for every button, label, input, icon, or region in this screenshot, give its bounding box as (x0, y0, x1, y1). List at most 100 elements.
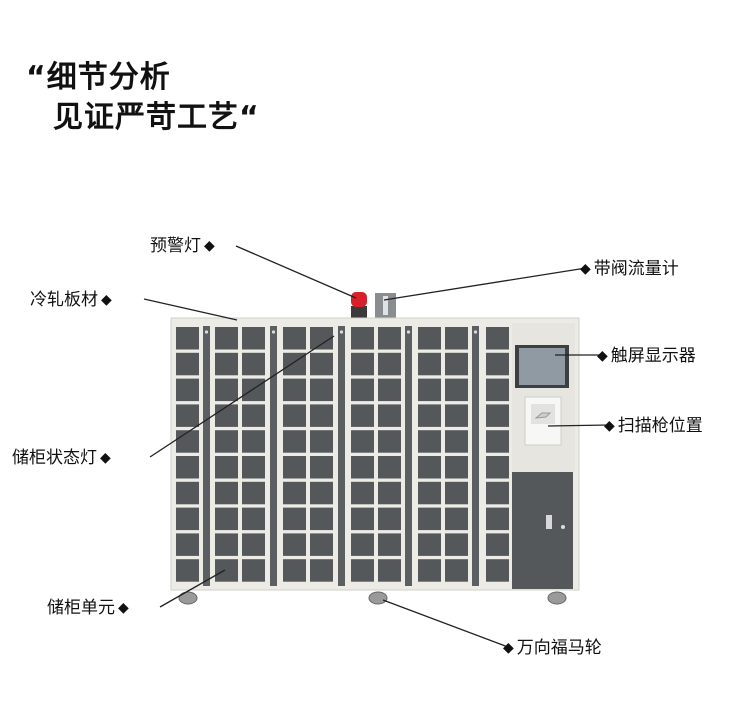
touch-screen (519, 348, 565, 385)
diamond-icon: ◆ (604, 418, 615, 434)
locker-door (310, 352, 333, 376)
locker-door (486, 430, 509, 453)
locker-door (351, 559, 374, 582)
locker-door (351, 481, 374, 505)
locker-door (351, 456, 374, 479)
locker-door (418, 327, 441, 350)
locker-door (486, 404, 509, 427)
locker-door (310, 378, 333, 402)
locker-door (378, 430, 401, 453)
diamond-icon: ◆ (580, 261, 591, 277)
locker-door (486, 507, 509, 531)
diamond-icon: ◆ (101, 292, 112, 308)
locker-door (176, 327, 199, 350)
locker-door (445, 352, 468, 376)
diamond-icon: ◆ (118, 600, 129, 616)
label-cold-rolled-plate: 冷轧板材◆ (30, 290, 112, 310)
locker-door (351, 430, 374, 453)
caster-wheel (547, 591, 567, 605)
locker-door (242, 481, 265, 505)
locker-door (283, 507, 306, 531)
leader-line-caster (382, 599, 509, 648)
locker-door (215, 559, 238, 582)
locker-door (445, 404, 468, 427)
leader-line-locker-unit (159, 569, 226, 608)
locker-door (283, 378, 306, 402)
diamond-icon: ◆ (100, 450, 111, 466)
locker-door (418, 378, 441, 402)
label-locker-unit: 储柜单元◆ (47, 598, 129, 618)
locker-door (310, 404, 333, 427)
locker-door (215, 456, 238, 479)
locker-door (176, 430, 199, 453)
locker-door (445, 378, 468, 402)
label-scanner-position: ◆扫描枪位置 (604, 416, 703, 436)
locker-door (215, 327, 238, 350)
locker-door (418, 559, 441, 582)
diamond-icon: ◆ (597, 348, 608, 364)
locker-door (486, 559, 509, 582)
label-caster-wheel: ◆万向福马轮 (503, 638, 602, 658)
label-touch-screen: ◆触屏显示器 (597, 346, 696, 366)
caster-wheel (368, 591, 388, 605)
locker-door (310, 559, 333, 582)
locker-door (176, 378, 199, 402)
locker-door (486, 533, 509, 556)
locker-door (283, 430, 306, 453)
locker-door (418, 507, 441, 531)
locker-door (486, 327, 509, 350)
locker-door (351, 533, 374, 556)
locker-door (351, 352, 374, 376)
locker-door (215, 533, 238, 556)
locker-door (351, 378, 374, 402)
locker-door (176, 352, 199, 376)
label-status-light: 储柜状态灯◆ (12, 448, 111, 468)
locker-door (378, 378, 401, 402)
status-light-strip (203, 326, 210, 586)
locker-door (418, 533, 441, 556)
locker-door (445, 327, 468, 350)
locker-door (445, 507, 468, 531)
diamond-icon: ◆ (503, 640, 514, 656)
locker-door (445, 533, 468, 556)
locker-cabinet (170, 292, 580, 605)
status-light-strip (338, 326, 345, 586)
locker-door (242, 559, 265, 582)
leader-line-cold-rolled-plate (143, 298, 238, 321)
diamond-icon: ◆ (204, 238, 215, 254)
locker-door (283, 404, 306, 427)
locker-door (215, 481, 238, 505)
locker-door (418, 430, 441, 453)
locker-door (176, 404, 199, 427)
cabinet-body (170, 317, 580, 591)
locker-door (310, 327, 333, 350)
locker-door (486, 378, 509, 402)
locker-door (242, 378, 265, 402)
locker-door (486, 352, 509, 376)
locker-door (378, 507, 401, 531)
locker-door (242, 352, 265, 376)
locker-door (242, 456, 265, 479)
status-light-strip (270, 326, 277, 586)
scanner-icon (534, 412, 552, 419)
locker-door (176, 533, 199, 556)
locker-door (378, 404, 401, 427)
caster-wheel (178, 591, 198, 605)
locker-door (378, 456, 401, 479)
status-light (339, 330, 344, 334)
locker-door (176, 559, 199, 582)
locker-door (176, 481, 199, 505)
leader-lines (143, 245, 610, 648)
leader-line-warning-light (235, 245, 357, 299)
status-light (204, 330, 209, 334)
locker-door (445, 456, 468, 479)
locker-door (283, 327, 306, 350)
flow-meter-tube (383, 296, 388, 315)
leader-line-scanner (547, 424, 610, 427)
locker-door (215, 404, 238, 427)
locker-door (378, 481, 401, 505)
locker-door (351, 507, 374, 531)
status-light (406, 330, 411, 334)
locker-door (242, 327, 265, 350)
